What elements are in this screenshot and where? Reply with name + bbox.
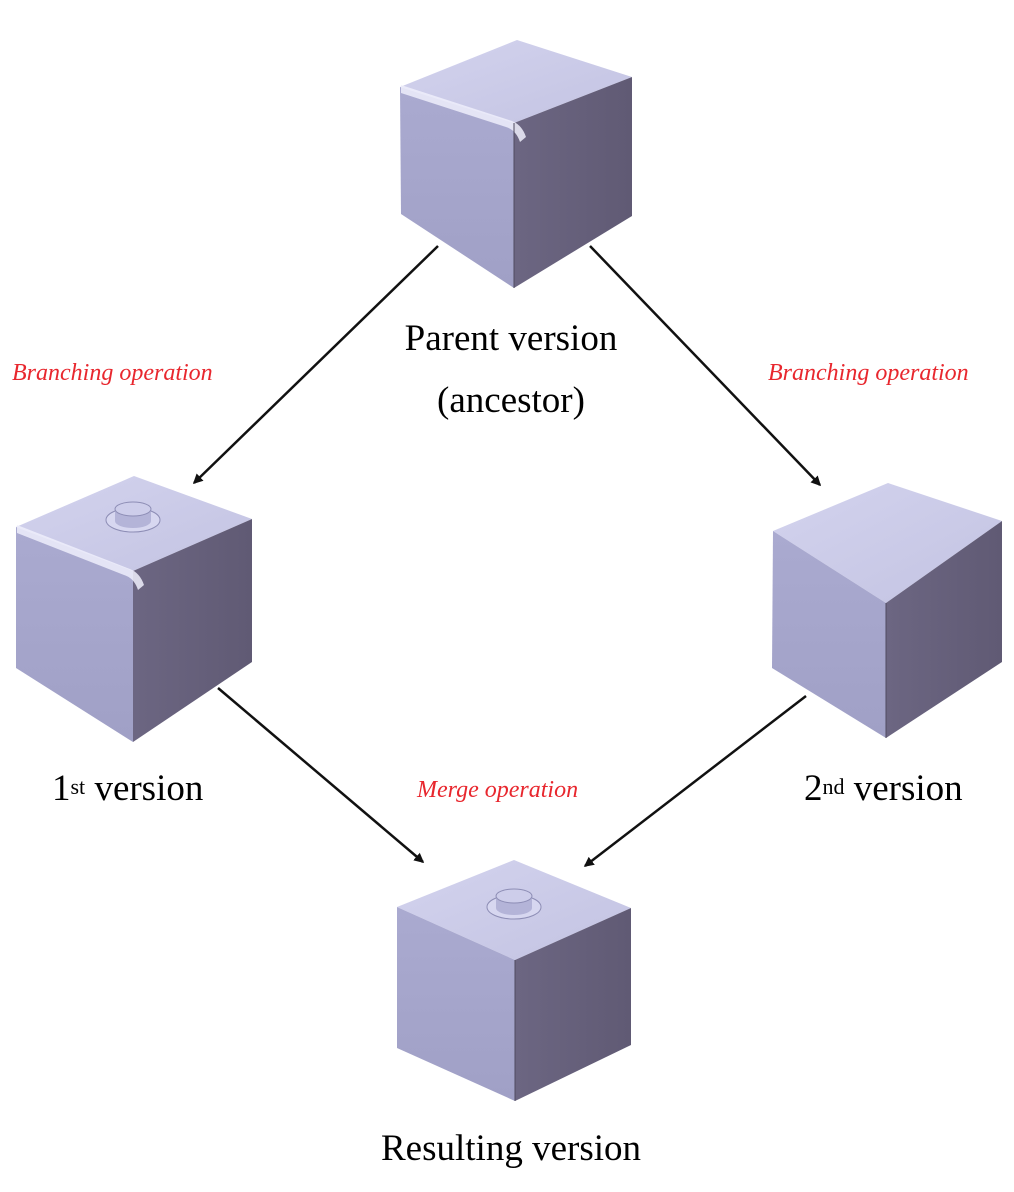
parent-version-label: Parent version (404, 318, 618, 359)
resulting-version-label: Resulting version (380, 1128, 641, 1169)
first-version-cube (16, 476, 252, 742)
cube-right-face (514, 77, 632, 288)
arrow-second-to-result (583, 695, 807, 867)
boss-feature (105, 501, 161, 533)
second-version-suffix: nd (822, 774, 845, 799)
cube-left-face (16, 527, 133, 742)
first-version-label: 1st version (52, 767, 203, 811)
cube-top-face (400, 40, 632, 123)
branching-operation-right-label: Branching operation (768, 360, 969, 386)
second-version-cube (772, 483, 1002, 738)
second-version-word: version (844, 768, 963, 809)
first-version-suffix: st (70, 774, 86, 799)
first-version-word: version (85, 768, 204, 809)
second-version-label: 2nd version (804, 767, 963, 811)
arrow-parent-to-first (192, 245, 439, 485)
fillet-highlight (401, 85, 526, 142)
branching-operation-left-label: Branching operation (12, 360, 213, 386)
cube-top-face (773, 483, 1002, 603)
cube-left-face (772, 531, 886, 738)
first-version-number: 1 (52, 768, 71, 809)
parent-version-cube (400, 40, 632, 288)
second-version-number: 2 (804, 768, 823, 809)
cube-right-face (133, 519, 252, 742)
parent-version-sublabel: (ancestor) (437, 380, 585, 421)
cube-left-face (397, 907, 515, 1101)
boss-feature (486, 888, 542, 920)
fillet-highlight (17, 525, 144, 590)
arrow-parent-to-second (589, 245, 822, 487)
arrow-first-to-result (217, 687, 425, 863)
resulting-version-cube (397, 860, 631, 1101)
cube-left-face (400, 87, 514, 288)
merge-operation-label: Merge operation (417, 777, 579, 803)
cube-right-face (515, 908, 631, 1101)
cube-right-face (886, 521, 1002, 738)
